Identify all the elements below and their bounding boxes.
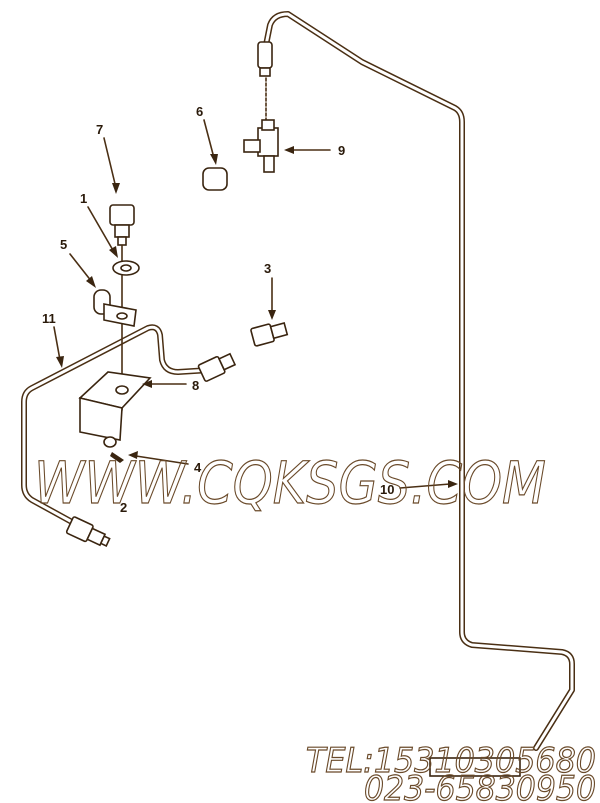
part-6-cap	[202, 167, 228, 191]
part-9-tee	[243, 77, 279, 173]
callout-5: 5	[60, 237, 67, 252]
pipe-10	[257, 11, 575, 777]
part-7-bolt	[109, 204, 135, 246]
callout-9: 9	[338, 143, 345, 158]
part-4-screw	[110, 452, 124, 463]
callout-4: 4	[194, 460, 202, 475]
bottom-fitting	[429, 757, 521, 777]
part-3-connector	[250, 322, 289, 347]
callout-11: 11	[42, 311, 56, 326]
callout-3: 3	[264, 261, 271, 276]
leader-arrows	[53, 119, 458, 489]
top-fitting-sleeve	[259, 67, 271, 77]
watermark-site: WWW.CQKSGS.COM	[34, 449, 546, 517]
part-5-clamp	[93, 289, 137, 327]
callout-10: 10	[380, 482, 394, 497]
callout-8: 8	[192, 378, 199, 393]
watermark-phone: 023-65830950	[364, 769, 596, 803]
part-8-bracket	[78, 371, 152, 441]
callout-1: 1	[80, 191, 87, 206]
pipe-11	[21, 324, 237, 547]
callout-2: 2	[120, 500, 127, 515]
part-2-washer	[103, 436, 117, 448]
callout-6: 6	[196, 104, 203, 119]
callout-7: 7	[96, 122, 103, 137]
watermark-tel: TEL:15310305680	[306, 741, 596, 781]
top-fitting-nut	[257, 41, 273, 69]
